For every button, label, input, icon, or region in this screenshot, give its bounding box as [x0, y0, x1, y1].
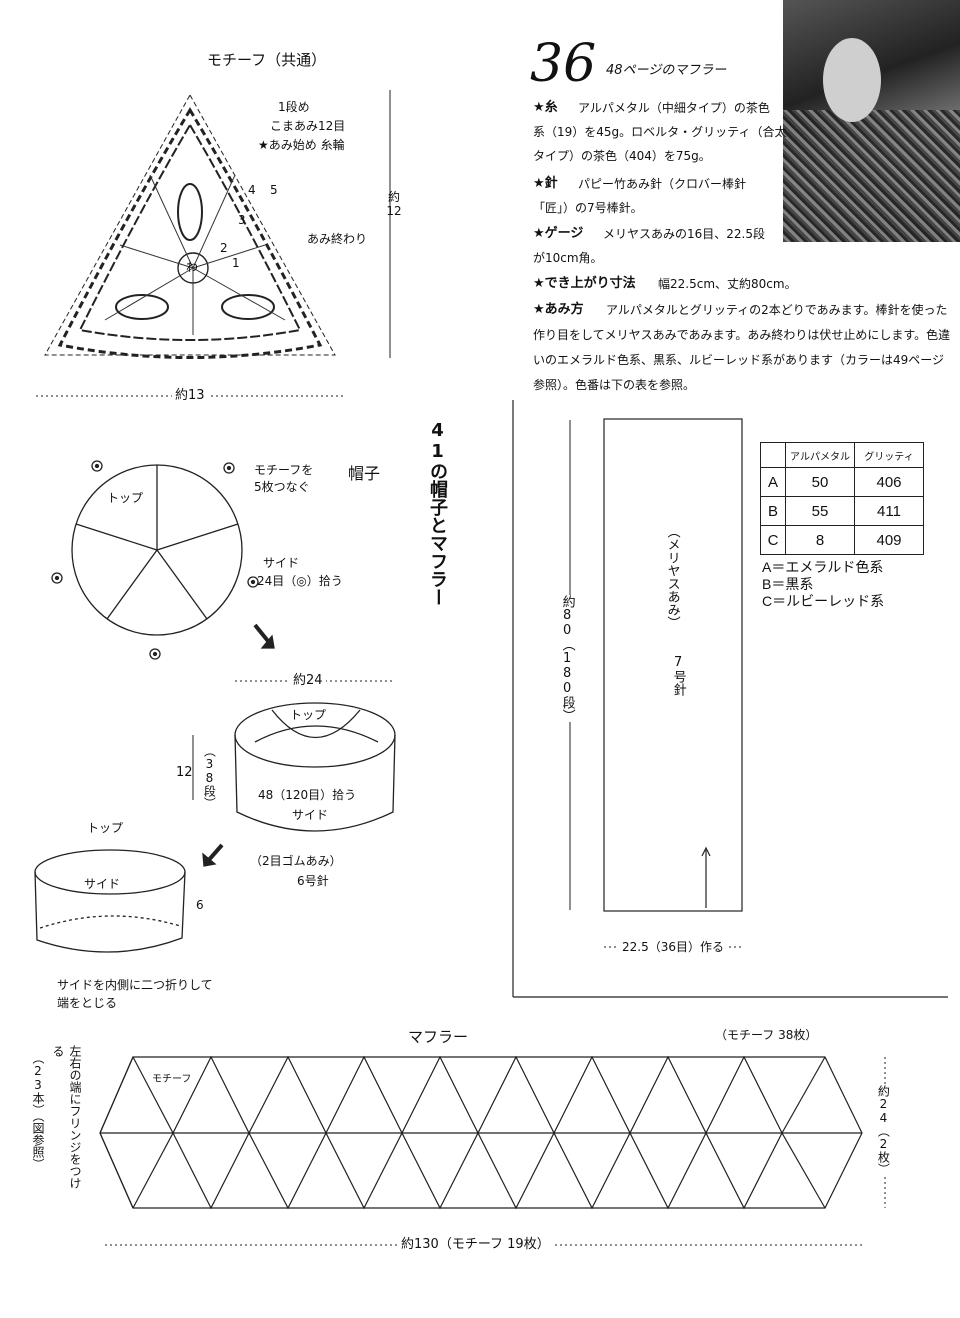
table-cell: C — [760, 525, 786, 555]
gauge-text-2: が10cm角。 — [533, 251, 603, 265]
scarf-needle: 7号針 — [670, 655, 686, 696]
table-header-glitty: グリッティ — [854, 442, 924, 468]
yarn-text-2: 系（19）を45g。ロベルタ・グリッティ（合太 — [533, 125, 787, 139]
hat-needle: 6号針 — [297, 874, 329, 888]
scarf-length: 約80（180段） — [559, 595, 575, 722]
table-row: B 55 411 — [760, 496, 924, 526]
motif-end: あみ終わり — [307, 232, 368, 246]
table-row: A 50 406 — [760, 467, 924, 497]
hat-fold-2: 端をとじる — [57, 996, 118, 1010]
method-text-4: 参照）。色番は下の表を参照。 — [533, 378, 696, 392]
row-num-2: 2 — [220, 241, 228, 255]
hat-top-label-2: トップ — [290, 708, 327, 722]
motif-round1: 1段め — [278, 100, 310, 114]
table-cell: B — [760, 496, 786, 526]
needle-text-2: 「匠」）の7号棒針。 — [533, 201, 643, 215]
motif-title: モチーフ（共通） — [207, 51, 327, 69]
method-label: ★あみ方 — [533, 302, 584, 317]
legend-b: B＝黒系 — [762, 576, 814, 592]
table-cell: 50 — [785, 467, 855, 497]
muffler-height: 約24（2枚） — [876, 1085, 891, 1175]
hat-top-label-3: トップ — [87, 821, 124, 835]
model-photo — [783, 0, 960, 242]
hat-height: 12 — [176, 765, 193, 780]
muffler-motif-label: モチーフ — [152, 1074, 192, 1085]
row-num-1: 1 — [232, 256, 240, 270]
pattern-number: 36 — [530, 34, 597, 94]
scarf-stitch: （メリヤスあみ） — [664, 525, 680, 629]
motif-ring: わ — [186, 260, 199, 274]
table-cell: 8 — [785, 525, 855, 555]
muffler-diagram — [99, 1055, 886, 1246]
table-cell: 409 — [854, 525, 924, 555]
row-num-3: 3 — [238, 213, 246, 227]
hat-rows: （38段） — [202, 745, 217, 809]
size-label: ★でき上がり寸法 — [533, 276, 636, 291]
muffler-width: 約130（モチーフ 19枚） — [397, 1237, 554, 1253]
hat-title: 帽子 — [348, 464, 381, 483]
motif-sc12: こまあみ12目 — [270, 119, 346, 133]
hat-folded-diagram — [34, 849, 186, 953]
motif-height: 約12 — [386, 190, 402, 219]
hat-fold-number: 6 — [196, 898, 204, 912]
row-num-4: 4 — [248, 183, 256, 197]
needle-label: ★針 — [533, 176, 558, 191]
table-cell: 55 — [785, 496, 855, 526]
hat-top-label: トップ — [107, 491, 144, 505]
motif-width: 約13 — [172, 388, 208, 404]
hat-side-label-3: サイド — [84, 877, 121, 891]
hat-pickup-2: 48（120目）拾う — [258, 788, 357, 802]
hat-rib: （2目ゴムあみ） — [250, 854, 342, 868]
yarn-text-3: タイプ）の茶色（404）を75g。 — [533, 149, 711, 163]
table-header-blank — [760, 442, 786, 468]
hat-cylinder-diagram — [192, 680, 396, 867]
hat-fold-1: サイドを内側に二つ折りして — [57, 978, 213, 992]
hat-circumference: 約24 — [290, 673, 326, 689]
table-cell: A — [760, 467, 786, 497]
muffler-title: マフラー — [408, 1028, 469, 1046]
method-text-1: アルパメタルとグリッティの2本どりであみます。棒針を使った — [606, 303, 948, 317]
size-text: 幅22.5cm、丈約80cm。 — [658, 277, 797, 291]
table-cell: 406 — [854, 467, 924, 497]
hat-top-diagram — [51, 460, 275, 660]
row-num-5: 5 — [270, 183, 278, 197]
gauge-text-1: メリヤスあみの16目、22.5段 — [603, 227, 765, 241]
yarn-text-1: アルパメタル（中細タイプ）の茶色 — [578, 101, 770, 115]
scarf-width: 22.5（36目）作る — [619, 940, 727, 955]
table-cell: 411 — [854, 496, 924, 526]
color-table: アルパメタル グリッティ A 50 406 B 55 411 C 8 409 — [760, 442, 924, 555]
method-text-3: いのエメラルド色系、黒系、ルビーレッド系があります（カラーは49ページ — [533, 353, 945, 367]
muffler-fringe-2: （23本）（図参照） — [31, 1052, 45, 1170]
motif-start: ★あみ始め 糸輪 — [258, 138, 345, 152]
muffler-fringe: 左右の端にフリンジをつける — [51, 1045, 82, 1189]
muffler-count: （モチーフ 38枚） — [715, 1028, 818, 1042]
section-title: 41の帽子とマフラー — [427, 420, 448, 606]
yarn-label: ★糸 — [533, 100, 558, 115]
page-reference: 48ページのマフラー — [606, 63, 727, 78]
hat-join-1: モチーフを — [254, 463, 314, 477]
hat-side-label: サイド — [263, 556, 300, 570]
table-row: C 8 409 — [760, 525, 924, 555]
motif-chart — [36, 90, 391, 397]
needle-text-1: パピー竹あみ針（クロバー棒針 — [578, 177, 747, 191]
hat-join-2: 5枚つなぐ — [254, 480, 310, 494]
table-header-alpametal: アルパメタル — [785, 442, 855, 468]
legend-c: C＝ルビーレッド系 — [762, 593, 885, 609]
method-text-2: 作り目をしてメリヤスあみであみます。あみ終わりは伏せ止めにします。色違 — [533, 328, 951, 342]
hat-side-label-2: サイド — [292, 808, 329, 822]
hat-pickup: 24目（◎）拾う — [257, 574, 343, 588]
legend-a: A＝エメラルド色系 — [762, 559, 884, 575]
gauge-label: ★ゲージ — [533, 226, 584, 241]
